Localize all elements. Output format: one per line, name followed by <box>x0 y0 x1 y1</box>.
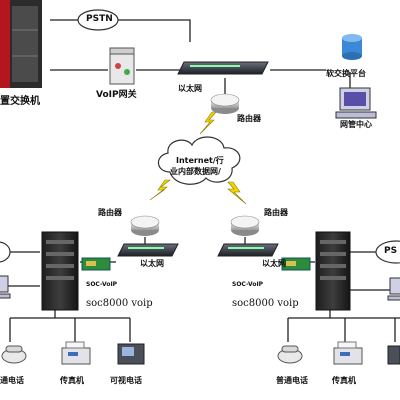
ethernet-right-label: 以太网 <box>262 259 286 268</box>
cloud-label-line2: 业内部数据网/ <box>170 167 221 176</box>
visual-phone-icon <box>117 343 145 365</box>
fax-left-label: 传真机 <box>60 376 84 385</box>
fax-left-icon <box>61 341 91 365</box>
mgmt-center-label: 网管中心 <box>340 120 372 129</box>
cloud-label-line1: Internet/行 <box>176 156 224 165</box>
wan-link-bolts <box>149 111 247 205</box>
router-right-icon <box>230 215 260 236</box>
pc-left-partial-icon <box>0 275 11 299</box>
router-left-icon <box>130 215 160 236</box>
soc-left-label: soc8000 voip <box>86 298 153 309</box>
ethernet-top-label: 以太网 <box>178 84 202 93</box>
soc-card-right-icon <box>281 257 311 271</box>
internet-cloud-icon <box>157 136 241 185</box>
phone-left-label: 通电话 <box>0 376 24 385</box>
phone-right-partial-icon <box>387 345 400 365</box>
pstn-oval-top <box>77 9 119 31</box>
router-left-label: 路由器 <box>98 208 122 217</box>
voip-gateway-label: VoIP网关 <box>96 90 137 100</box>
fax-right-icon <box>333 341 363 365</box>
soc-right-label: soc8000 voip <box>232 298 299 309</box>
rack-left-icon <box>41 231 79 311</box>
pstn-right-label: PS <box>384 246 398 256</box>
ethernet-left-label: 以太网 <box>140 259 164 268</box>
ethernet-switch-top-icon <box>177 61 269 75</box>
soc-card-left-label: SOC-VoIP <box>86 281 118 288</box>
soc-card-right-label: SOC-VoIP <box>232 281 264 288</box>
ethernet-switch-left-icon <box>117 243 179 257</box>
pc-right-partial-icon <box>387 277 400 301</box>
router-top-icon <box>210 93 240 114</box>
pbx-label: 置交换机 <box>0 96 40 107</box>
pstn-oval-left-partial <box>0 241 11 263</box>
platform-label: 软交换平台 <box>326 69 366 78</box>
fax-right-label: 传真机 <box>332 376 356 385</box>
pstn-oval-right-partial <box>375 240 400 264</box>
normal-phone-label: 普通电话 <box>276 376 308 385</box>
router-top-label: 路由器 <box>237 114 261 123</box>
phone-left-icon <box>1 345 27 364</box>
ethernet-switch-right-icon <box>217 243 279 257</box>
rack-right-icon <box>315 231 351 311</box>
pbx-cabinet-icon <box>0 0 42 88</box>
visual-phone-label: 可视电话 <box>110 376 142 385</box>
normal-phone-icon <box>277 345 303 364</box>
pstn-top-label: PSTN <box>86 14 113 24</box>
management-pc-icon <box>335 87 377 119</box>
soc-card-left-icon <box>81 257 111 271</box>
router-right-label: 路由器 <box>264 208 288 217</box>
voip-gateway-icon <box>109 47 135 85</box>
database-icon <box>342 34 362 60</box>
